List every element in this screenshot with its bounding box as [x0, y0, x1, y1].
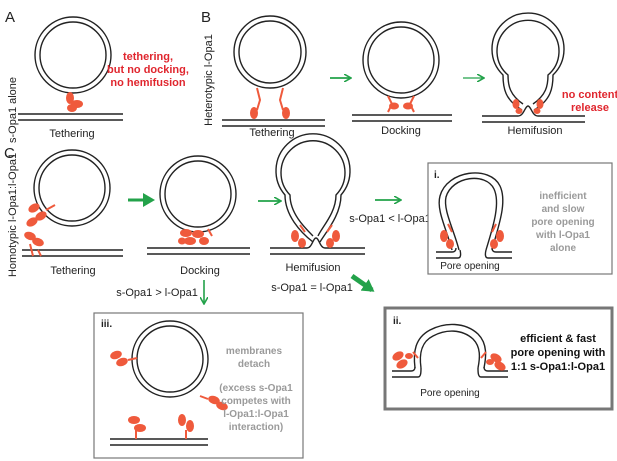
- box-iii: iii.: [93, 312, 304, 459]
- box-i-text: pore opening: [531, 217, 594, 228]
- box-iii-frame: [93, 312, 304, 459]
- branch-label-equal: s-Opa1 = l-Opa1: [271, 282, 353, 294]
- b-tethering-vesicle: [233, 15, 307, 89]
- box-iii-text: competes with: [221, 396, 290, 407]
- l-opa1-protein: [110, 350, 228, 411]
- note-line: no hemifusion: [110, 77, 185, 89]
- target-membrane: [18, 113, 123, 121]
- note-line: release: [571, 102, 609, 114]
- arrow: [350, 273, 375, 293]
- b-stage-label: Tethering: [249, 127, 294, 139]
- vesicle: [34, 16, 112, 94]
- panel-c-letter: C: [4, 145, 15, 162]
- box-i-text: and slow: [542, 204, 585, 215]
- c-stage-label: Docking: [180, 265, 220, 277]
- note-line: tethering,: [123, 51, 173, 63]
- c-stage-label: Tethering: [50, 265, 95, 277]
- l-opa1-protein: [128, 414, 194, 439]
- panel-b-side-label: Heterotypic l-Opa1: [203, 34, 215, 126]
- panel-b: B Heterotypic l-Opa1 Tethering: [201, 9, 617, 139]
- branch-label-less: s-Opa1 < l-Opa1: [349, 213, 431, 225]
- panel-b-note: no content release: [562, 89, 617, 114]
- l-opa1-protein: [512, 99, 544, 114]
- box-iii-text: l-Opa1:l-Opa1: [223, 409, 289, 420]
- l-opa1-protein: [440, 223, 504, 249]
- l-opa1-protein: [250, 87, 290, 119]
- l-opa1-protein: [291, 224, 340, 248]
- panel-a: A s-Opa1 alone Tethering tethering, but …: [5, 9, 189, 143]
- box-ii-membrane: [392, 366, 508, 378]
- box-ii-text: 1:1 s-Opa1:l-Opa1: [511, 361, 605, 373]
- c-tethering-vesicle: [33, 149, 111, 227]
- b-docking-vesicle: [362, 21, 440, 99]
- l-opa1-protein: [392, 351, 506, 371]
- panel-a-stage-label: Tethering: [49, 128, 94, 140]
- box-i-numeral: i.: [434, 170, 440, 181]
- box-i-text: alone: [550, 243, 577, 254]
- panel-a-letter: A: [5, 9, 15, 26]
- box-iii-membrane: [110, 438, 208, 446]
- b-hemifusion-vesicle: [491, 12, 565, 111]
- c-hemifusion-membrane: [270, 237, 365, 255]
- b-stage-label: Docking: [381, 125, 421, 137]
- box-i-caption: Pore opening: [440, 261, 500, 272]
- box-ii-text: pore opening with: [511, 347, 606, 359]
- b-docking-membrane: [352, 114, 452, 122]
- panel-c: C Homotypic l-Opa1:l-Opa1 Tethering: [4, 133, 614, 459]
- box-i-vesicle: [438, 172, 504, 251]
- box-i: i. Pore opening inefficient and slow: [427, 162, 613, 275]
- b-stage-label: Hemifusion: [507, 125, 562, 137]
- b-hemifusion-membrane: [482, 105, 585, 123]
- l-opa1-protein: [387, 95, 415, 113]
- l-opa1-protein: [24, 203, 56, 257]
- box-ii: ii. Pore opening efficient &: [383, 306, 614, 411]
- l-opa1-protein: [178, 228, 213, 245]
- box-ii-caption: Pore opening: [420, 388, 480, 399]
- branch-label-greater: s-Opa1 > l-Opa1: [116, 287, 198, 299]
- c-tethering-membrane: [22, 249, 123, 257]
- s-opa1-protein: [66, 92, 83, 112]
- c-hemifusion-vesicle: [275, 133, 351, 243]
- box-ii-numeral: ii.: [393, 316, 402, 327]
- box-i-text: inefficient: [539, 191, 587, 202]
- box-iii-title: membranes: [226, 346, 283, 357]
- b-tethering-membrane: [222, 119, 325, 127]
- box-iii-numeral: iii.: [101, 319, 112, 330]
- note-line: but no docking,: [107, 64, 189, 76]
- panel-a-note: tethering, but no docking, no hemifusion: [107, 51, 189, 89]
- box-iii-text: (excess s-Opa1: [219, 383, 293, 394]
- panel-b-letter: B: [201, 9, 211, 26]
- box-iii-title: detach: [238, 359, 270, 370]
- box-iii-text: interaction): [229, 422, 283, 433]
- c-docking-membrane: [147, 247, 250, 255]
- panel-a-side-label: s-Opa1 alone: [7, 77, 19, 143]
- box-i-membrane: [436, 247, 512, 259]
- box-i-text: with l-Opa1: [535, 230, 590, 241]
- box-ii-vesicle: [413, 323, 487, 369]
- box-ii-text: efficient & fast: [520, 333, 596, 345]
- c-docking-vesicle: [159, 155, 237, 233]
- panel-c-side-label: Homotypic l-Opa1:l-Opa1: [7, 153, 19, 277]
- note-line: no content: [562, 89, 617, 101]
- c-stage-label: Hemifusion: [285, 262, 340, 274]
